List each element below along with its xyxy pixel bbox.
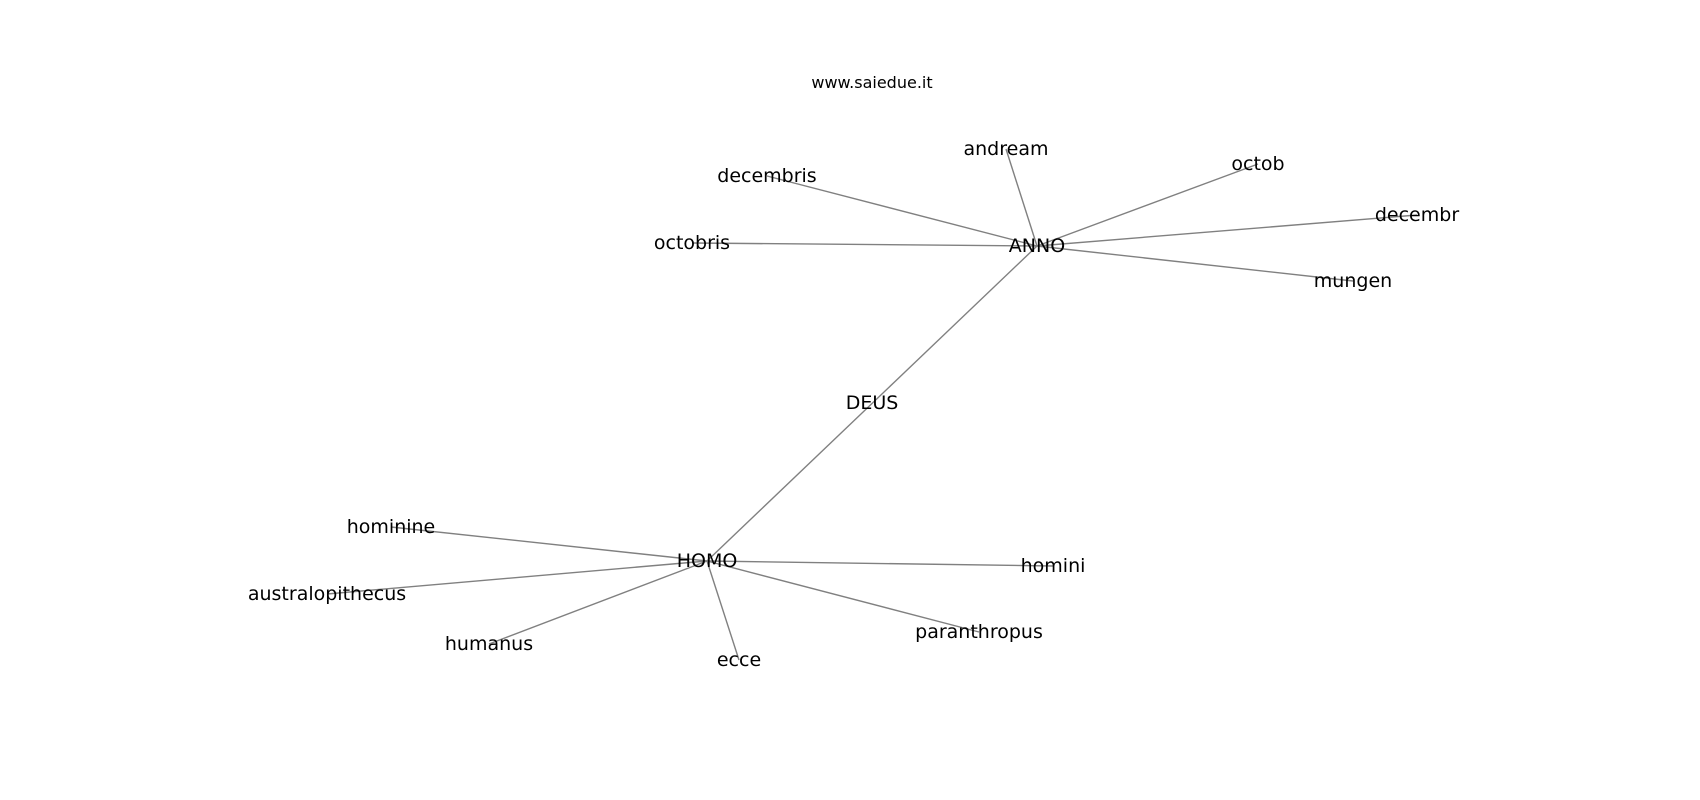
edge-homo-humanus — [488, 560, 708, 645]
edge-anno-homo — [706, 245, 1038, 562]
node-label-humanus: humanus — [445, 633, 533, 655]
edge-anno-mungen — [1036, 245, 1354, 282]
credit-text: www.saiedue.it — [811, 73, 932, 92]
node-label-homini: homini — [1021, 555, 1086, 577]
edge-anno-decembris — [766, 175, 1038, 247]
node-label-andream: andream — [964, 138, 1049, 160]
edge-homo-ecce — [706, 560, 740, 661]
node-label-decembris: decembris — [717, 165, 816, 187]
edge-anno-andream — [1005, 148, 1038, 247]
node-label-hominine: hominine — [347, 516, 436, 538]
node-label-deus: DEUS — [846, 392, 899, 414]
edges-layer — [326, 148, 1418, 661]
node-label-decembr: decembr — [1375, 204, 1459, 226]
edge-homo-paranthropus — [706, 560, 980, 633]
edge-anno-octob — [1036, 163, 1259, 247]
edge-homo-australopithecus — [326, 560, 708, 595]
node-label-octob: octob — [1231, 153, 1284, 175]
labels-layer: ANNO DEUS HOMO andream octob decembris decembr… — [248, 138, 1459, 671]
node-label-homo: HOMO — [677, 550, 738, 572]
node-label-mungen: mungen — [1314, 270, 1392, 292]
edge-homo-hominine — [390, 526, 708, 562]
node-label-paranthropus: paranthropus — [915, 621, 1043, 643]
node-label-australopithecus: australopithecus — [248, 583, 406, 605]
edge-homo-homini — [706, 560, 1054, 567]
edge-anno-decembr — [1036, 214, 1418, 247]
node-label-ecce: ecce — [717, 649, 761, 671]
node-label-octobris: octobris — [654, 232, 730, 254]
edge-anno-octobris — [691, 242, 1038, 247]
node-label-anno: ANNO — [1009, 235, 1065, 257]
